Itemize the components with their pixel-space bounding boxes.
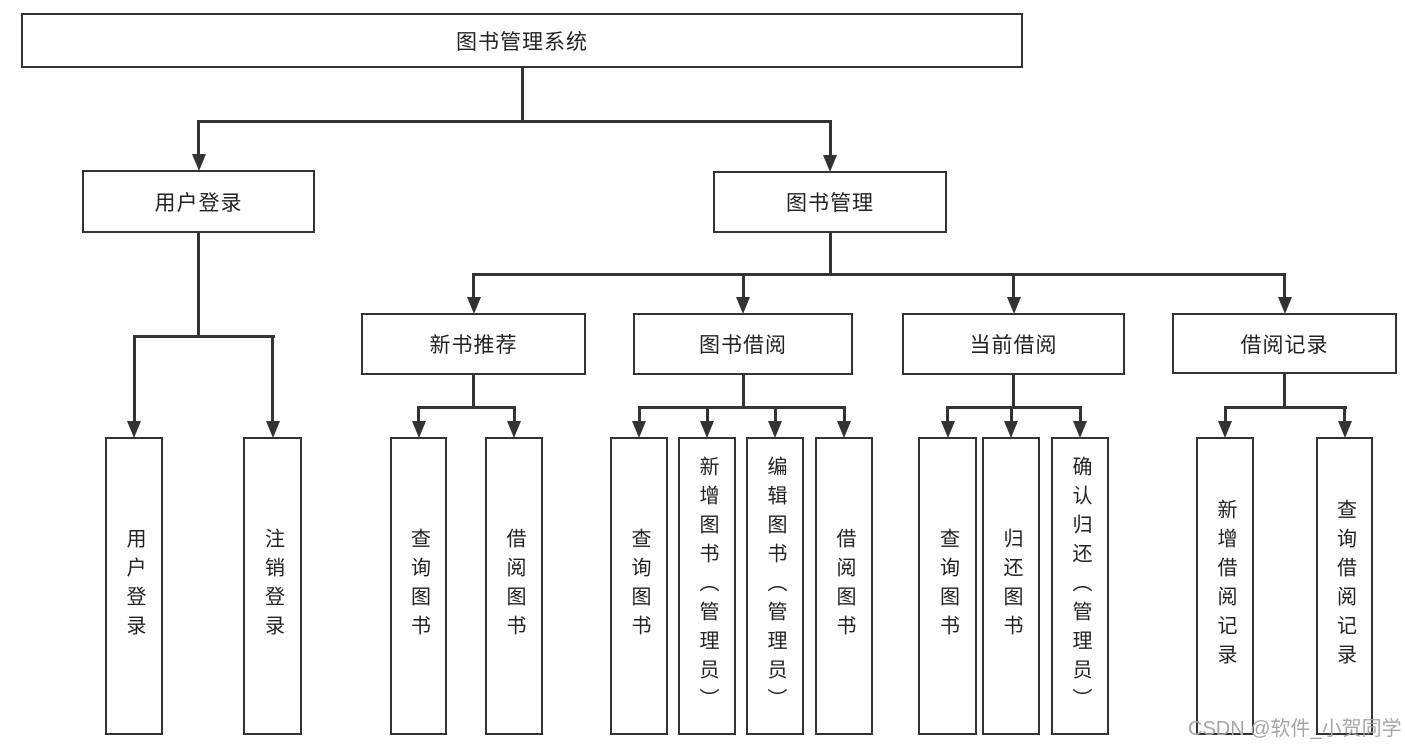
node-user-login-leaf: 用户登录 bbox=[105, 437, 163, 735]
connector-line bbox=[197, 233, 200, 338]
connector-line bbox=[197, 120, 200, 158]
node-label-edit-book-admin: 编辑图书（管理员） bbox=[764, 455, 786, 717]
connector-line bbox=[829, 233, 832, 276]
node-label-book-management: 图书管理 bbox=[786, 192, 874, 215]
arrowhead-down-icon bbox=[265, 421, 280, 438]
connector-line bbox=[706, 406, 709, 425]
connector-line bbox=[1079, 406, 1082, 425]
node-add-borrow-record: 新增借阅记录 bbox=[1196, 437, 1254, 735]
node-query-book-1: 查询图书 bbox=[390, 437, 447, 735]
node-label-query-book-1: 查询图书 bbox=[407, 528, 430, 644]
connector-line bbox=[197, 120, 832, 123]
node-return-book: 归还图书 bbox=[982, 437, 1040, 735]
connector-line bbox=[843, 406, 846, 425]
connector-line bbox=[1010, 406, 1013, 425]
watermark: CSDN @软件_小贺同学 bbox=[1188, 718, 1402, 740]
node-label-add-borrow-record: 新增借阅记录 bbox=[1214, 499, 1236, 673]
arrowhead-down-icon bbox=[823, 155, 837, 172]
arrowhead-down-icon bbox=[837, 421, 851, 438]
arrowhead-down-icon bbox=[736, 297, 750, 314]
arrowhead-down-icon bbox=[507, 421, 521, 438]
connector-line bbox=[133, 335, 136, 425]
arrowhead-down-icon bbox=[1073, 421, 1087, 438]
node-label-confirm-return-admin: 确认归还（管理员） bbox=[1069, 455, 1091, 717]
node-borrow-book-2: 借阅图书 bbox=[815, 437, 873, 735]
arrowhead-down-icon bbox=[632, 421, 646, 438]
connector-line bbox=[638, 406, 846, 409]
node-query-borrow-record: 查询借阅记录 bbox=[1316, 437, 1373, 735]
node-query-book-2: 查询图书 bbox=[610, 437, 668, 735]
node-label-borrow-book-2: 借阅图书 bbox=[833, 528, 855, 644]
connector-line bbox=[133, 335, 275, 338]
node-label-user-login-leaf: 用户登录 bbox=[123, 528, 145, 644]
connector-line bbox=[1012, 375, 1015, 409]
connector-line bbox=[774, 406, 777, 425]
arrowhead-down-icon bbox=[700, 421, 714, 438]
arrowhead-down-icon bbox=[1004, 421, 1018, 438]
node-edit-book-admin: 编辑图书（管理员） bbox=[746, 437, 804, 735]
connector-line bbox=[472, 273, 1286, 276]
connector-line bbox=[1224, 406, 1347, 409]
connector-line bbox=[946, 406, 949, 425]
arrowhead-down-icon bbox=[1006, 297, 1021, 314]
node-label-borrowing-records: 借阅记录 bbox=[1240, 333, 1329, 357]
connector-line bbox=[513, 406, 516, 425]
node-label-new-book-recommend: 新书推荐 bbox=[429, 334, 518, 357]
node-borrow-book-1: 借阅图书 bbox=[485, 437, 543, 735]
node-label-logout-leaf: 注销登录 bbox=[261, 528, 284, 644]
connector-line bbox=[1224, 406, 1227, 425]
connector-line bbox=[417, 406, 420, 425]
arrowhead-down-icon bbox=[127, 421, 141, 438]
arrowhead-down-icon bbox=[768, 421, 782, 438]
connector-line bbox=[1012, 273, 1015, 301]
connector-line bbox=[1283, 374, 1286, 409]
arrowhead-down-icon bbox=[940, 421, 955, 438]
node-logout-leaf: 注销登录 bbox=[243, 437, 302, 735]
node-book-management: 图书管理 bbox=[713, 171, 947, 233]
node-label-user-login-module: 用户登录 bbox=[154, 191, 243, 215]
connector-line bbox=[742, 273, 745, 301]
arrowhead-down-icon bbox=[466, 297, 481, 314]
node-label-query-book-2: 查询图书 bbox=[628, 528, 650, 644]
node-label-query-borrow-record: 查询借阅记录 bbox=[1333, 499, 1356, 673]
node-borrowing-records: 借阅记录 bbox=[1172, 313, 1397, 374]
connector-line bbox=[638, 406, 641, 425]
node-label-add-book-admin: 新增图书（管理员） bbox=[696, 455, 718, 717]
arrowhead-down-icon bbox=[1277, 297, 1292, 314]
connector-line bbox=[1283, 273, 1286, 301]
node-label-return-book: 归还图书 bbox=[1000, 528, 1022, 644]
connector-line bbox=[946, 406, 1082, 409]
node-new-book-recommend: 新书推荐 bbox=[361, 313, 586, 375]
node-query-book-3: 查询图书 bbox=[918, 437, 977, 735]
node-confirm-return-admin: 确认归还（管理员） bbox=[1051, 437, 1109, 735]
node-label-book-borrowing: 图书借阅 bbox=[699, 334, 787, 357]
connector-line bbox=[829, 120, 832, 159]
node-library-system: 图书管理系统 bbox=[21, 13, 1023, 68]
connector-line bbox=[521, 68, 524, 123]
node-label-library-system: 图书管理系统 bbox=[456, 30, 588, 54]
node-label-current-borrowing: 当前借阅 bbox=[969, 334, 1058, 357]
connector-line bbox=[472, 273, 475, 301]
node-current-borrowing: 当前借阅 bbox=[902, 313, 1125, 375]
arrowhead-down-icon bbox=[1218, 421, 1232, 438]
node-add-book-admin: 新增图书（管理员） bbox=[678, 437, 736, 735]
arrowhead-down-icon bbox=[411, 421, 426, 438]
node-label-borrow-book-1: 借阅图书 bbox=[503, 528, 525, 644]
connector-line bbox=[417, 406, 516, 409]
node-label-query-book-3: 查询图书 bbox=[936, 528, 959, 644]
node-user-login-module: 用户登录 bbox=[82, 170, 315, 233]
connector-line bbox=[472, 375, 475, 409]
node-book-borrowing: 图书借阅 bbox=[633, 313, 853, 375]
arrowhead-down-icon bbox=[191, 154, 206, 171]
arrowhead-down-icon bbox=[1337, 421, 1352, 438]
connector-line bbox=[742, 375, 745, 409]
connector-line bbox=[271, 335, 274, 425]
connector-line bbox=[1343, 406, 1346, 425]
